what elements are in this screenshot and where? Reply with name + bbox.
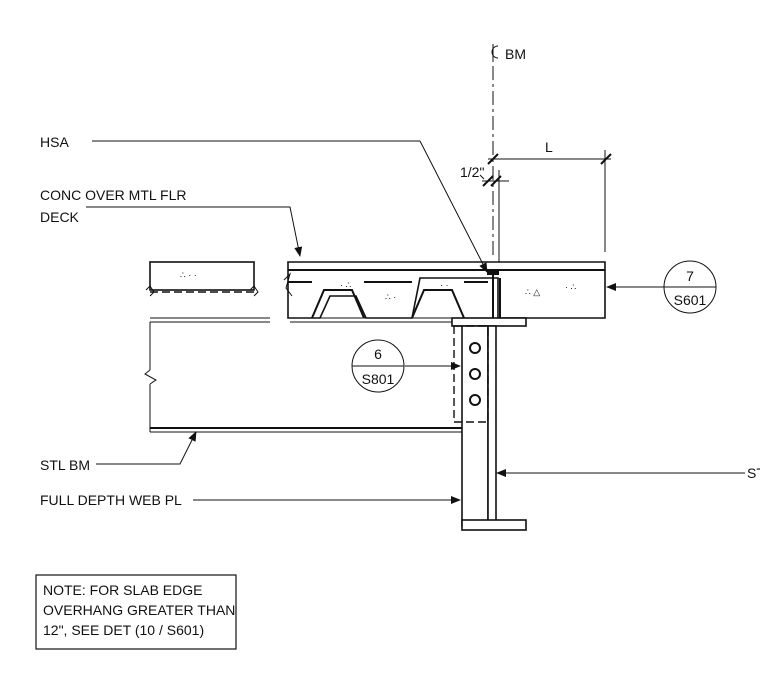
svg-text:∴ ·: ∴ · bbox=[385, 292, 396, 302]
centerline-symbol bbox=[491, 44, 499, 256]
beam-top-flange bbox=[150, 317, 527, 327]
detail-callout-6[interactable]: 6 S801 bbox=[351, 339, 405, 393]
detail-callout-7[interactable]: 7 S601 bbox=[663, 260, 717, 314]
column-section bbox=[453, 325, 527, 531]
concrete-slab: · ∴ ∴ · · · ∴ △ · ∴ ∴ · · bbox=[180, 261, 606, 319]
dimension-half-label: 1/2" bbox=[460, 164, 484, 180]
hsa-label: HSA bbox=[40, 134, 69, 150]
callout-number: 7 bbox=[686, 268, 694, 284]
note-line3: 12", SEE DET (10 / S601) bbox=[43, 622, 204, 638]
svg-text:∴ △: ∴ △ bbox=[525, 287, 540, 297]
stl-bm-label: STL BM bbox=[40, 457, 90, 473]
conc-label-line2: DECK bbox=[40, 209, 80, 225]
conc-leader bbox=[86, 206, 303, 257]
web-pl-label: FULL DEPTH WEB PL bbox=[40, 492, 182, 508]
slab-left-segment bbox=[145, 261, 259, 297]
svg-text:· ∴: · ∴ bbox=[565, 282, 576, 292]
stl-bm-leader bbox=[96, 431, 197, 465]
callout-number: 6 bbox=[374, 346, 382, 362]
callout-sheet: S601 bbox=[674, 292, 707, 308]
note-line1: NOTE: FOR SLAB EDGE bbox=[43, 582, 202, 598]
conc-label-line1: CONC OVER MTL FLR bbox=[40, 187, 187, 203]
note-line2: OVERHANG GREATER THAN bbox=[43, 602, 235, 618]
dimension-half-inch bbox=[479, 170, 509, 262]
dimension-l bbox=[487, 150, 612, 252]
svg-text:∴ · ·: ∴ · · bbox=[180, 270, 197, 280]
centerline-label: BM bbox=[505, 46, 526, 62]
dimension-l-label: L bbox=[545, 139, 553, 155]
headed-stud bbox=[487, 270, 499, 318]
st-label: ST bbox=[747, 465, 760, 481]
hsa-leader-arrow bbox=[419, 140, 488, 273]
svg-text:· ∴: · ∴ bbox=[340, 280, 351, 290]
note-box: NOTE: FOR SLAB EDGE OVERHANG GREATER THA… bbox=[35, 574, 237, 650]
callout-sheet: S801 bbox=[362, 371, 395, 387]
svg-text:· ·: · · bbox=[440, 280, 449, 290]
steel-beam-elevation bbox=[144, 322, 490, 433]
